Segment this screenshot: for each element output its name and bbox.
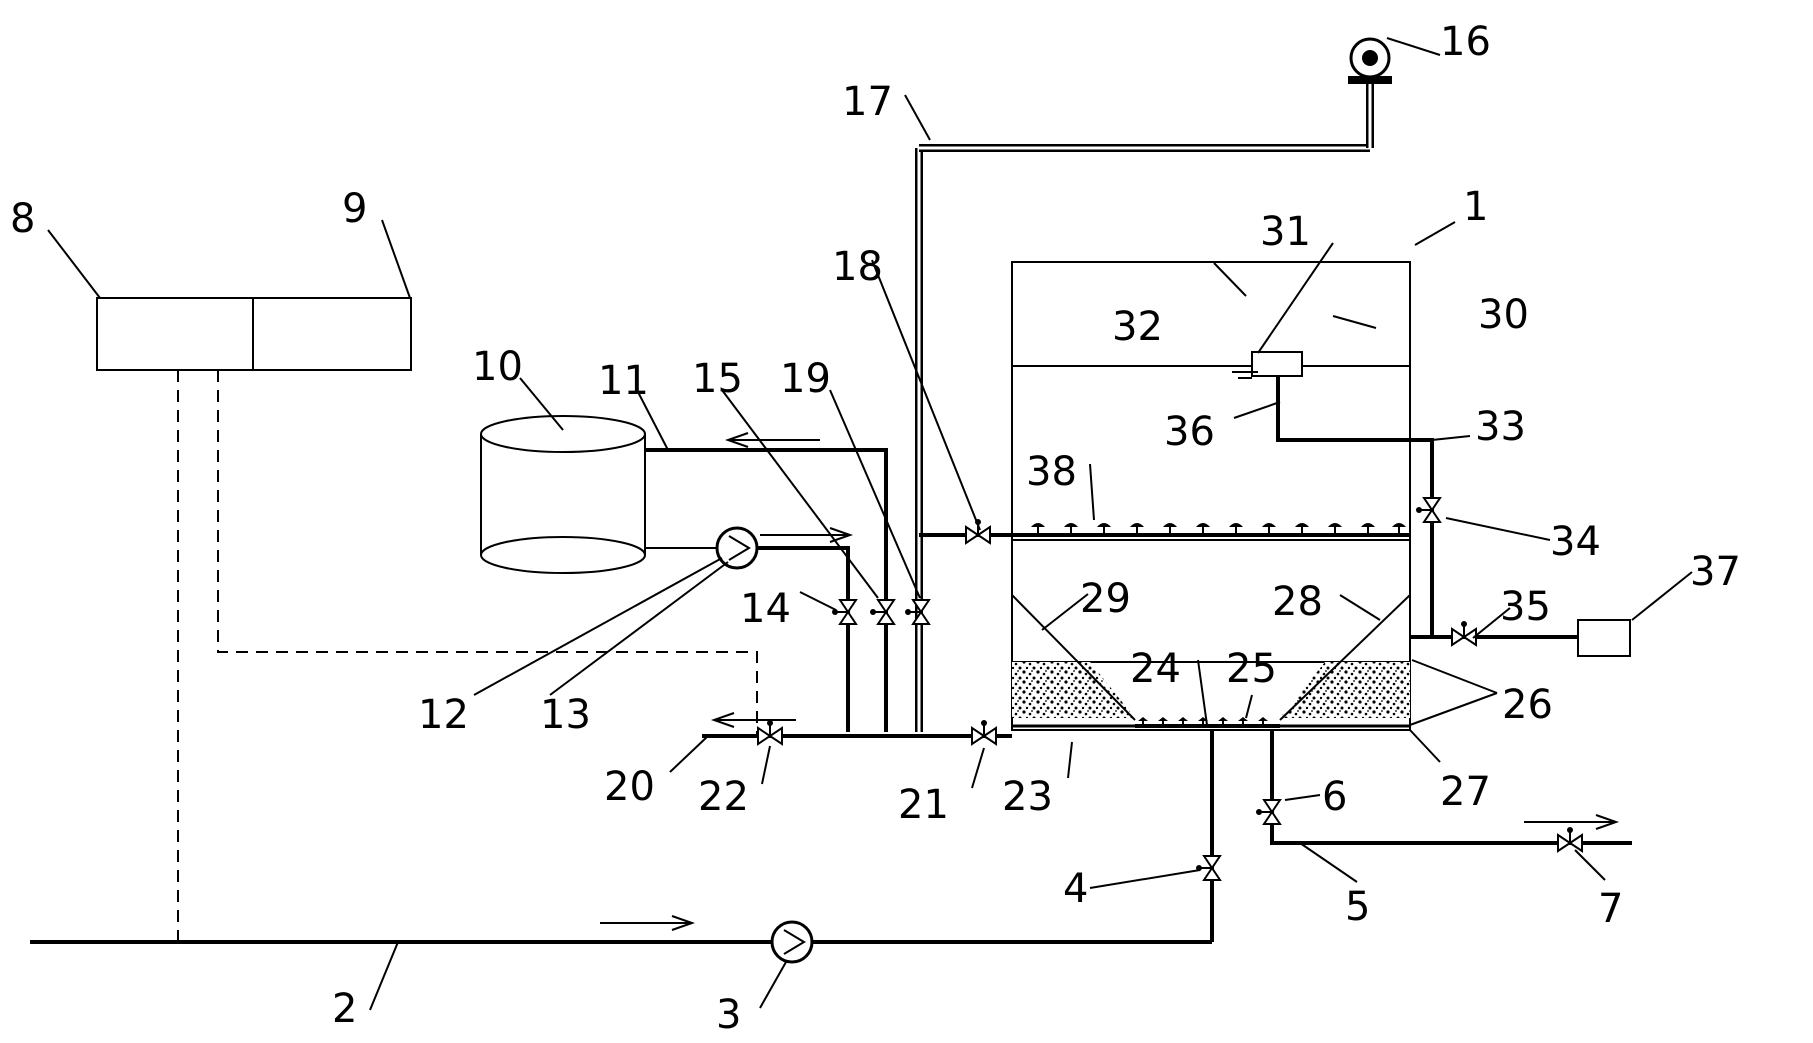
valve-21 [971, 719, 997, 745]
label-30: 30 [1478, 292, 1529, 338]
label-18: 18 [832, 244, 883, 290]
label-32: 32 [1112, 304, 1163, 350]
label-12: 12 [418, 692, 469, 738]
valve-22 [757, 719, 783, 745]
signal-lines [177, 370, 758, 942]
label-22: 22 [698, 774, 749, 820]
label-29: 29 [1080, 576, 1131, 622]
label-25: 25 [1226, 646, 1277, 692]
label-24: 24 [1130, 646, 1181, 692]
label-13: 13 [540, 692, 591, 738]
label-4: 4 [1063, 866, 1088, 912]
label-35: 35 [1500, 584, 1551, 630]
label-20: 20 [604, 764, 655, 810]
label-19: 19 [780, 356, 831, 402]
return-pipe [645, 432, 888, 732]
valve-6 [1255, 799, 1281, 825]
label-2: 2 [332, 986, 357, 1032]
label-3: 3 [716, 992, 741, 1038]
valve-4 [1195, 855, 1221, 881]
leader-lines [47, 37, 1693, 1011]
label-11: 11 [598, 358, 649, 404]
label-6: 6 [1322, 774, 1347, 820]
bottom-distribution-pipe [1135, 716, 1280, 728]
label-10: 10 [472, 344, 523, 390]
label-15: 15 [692, 356, 743, 402]
controller-boxes [96, 297, 412, 371]
inlet-pipe [30, 730, 1214, 944]
dosing-pump [715, 526, 759, 570]
label-26: 26 [1502, 682, 1553, 728]
label-34: 34 [1550, 519, 1601, 565]
drain-pipe [702, 712, 1012, 738]
label-5: 5 [1345, 884, 1370, 930]
label-37: 37 [1690, 549, 1741, 595]
outlet-pipe [1270, 730, 1632, 845]
label-23: 23 [1002, 774, 1053, 820]
label-14: 14 [740, 586, 791, 632]
valve-34 [1415, 497, 1441, 523]
dosing-pipe [645, 527, 854, 732]
blower [1348, 37, 1392, 84]
label-27: 27 [1440, 769, 1491, 815]
label-33: 33 [1475, 404, 1526, 450]
label-9: 9 [342, 186, 367, 232]
valve-19 [904, 599, 930, 625]
label-31: 31 [1260, 209, 1311, 255]
label-17: 17 [842, 79, 893, 125]
valve-14 [831, 599, 857, 625]
air-pipe [915, 80, 1374, 732]
label-38: 38 [1026, 449, 1077, 495]
label-21: 21 [898, 782, 949, 828]
label-1: 1 [1463, 184, 1488, 230]
valve-15 [869, 599, 895, 625]
label-36: 36 [1164, 409, 1215, 455]
valve-35 [1451, 620, 1477, 646]
tank [1011, 261, 1411, 731]
dosing-tank [480, 415, 646, 574]
label-28: 28 [1272, 579, 1323, 625]
label-16: 16 [1440, 19, 1491, 65]
part-labels: 1 2 3 4 5 6 7 8 9 10 11 12 13 14 15 16 1… [10, 19, 1741, 1038]
inlet-pump [770, 920, 814, 964]
valve-7 [1557, 826, 1583, 852]
label-8: 8 [10, 196, 35, 242]
label-7: 7 [1598, 886, 1623, 932]
spray-pipe [1012, 522, 1410, 537]
